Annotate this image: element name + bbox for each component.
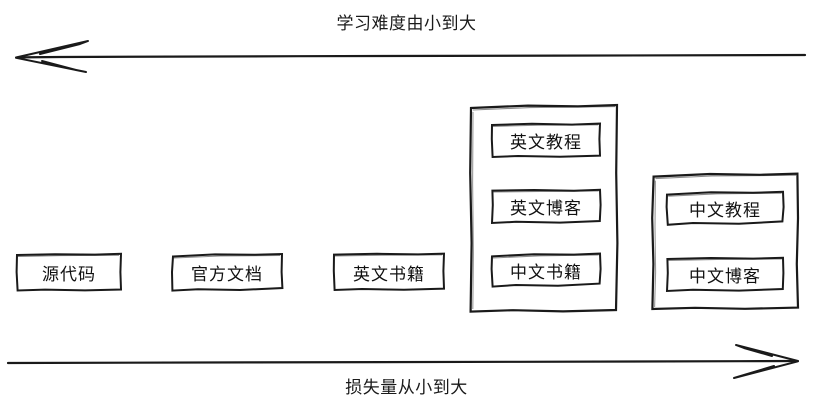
top-axis-label: 学习难度由小到大: [336, 14, 477, 34]
node-chinese-tutorial[interactable]: 中文教程: [665, 190, 785, 226]
node-label: 英文博客: [510, 198, 582, 219]
node-official-docs[interactable]: 官方文档: [170, 252, 284, 292]
bottom-axis-label: 损失量从小到大: [345, 378, 468, 398]
group-english-resources: 英文教程 英文博客 中文书籍: [468, 103, 620, 313]
node-source-code[interactable]: 源代码: [15, 252, 123, 292]
node-english-blog[interactable]: 英文博客: [490, 188, 602, 225]
node-label: 英文教程: [510, 132, 582, 153]
node-label: 英文书籍: [353, 264, 425, 285]
group-chinese-resources: 中文教程 中文博客: [650, 172, 800, 311]
node-label: 官方文档: [191, 264, 263, 285]
node-label: 中文博客: [689, 266, 761, 287]
difficulty-axis-arrow: [15, 40, 807, 73]
node-english-books[interactable]: 英文书籍: [332, 252, 446, 292]
node-label: 源代码: [42, 264, 96, 285]
node-label: 中文书籍: [510, 262, 582, 283]
node-chinese-books[interactable]: 中文书籍: [490, 252, 602, 288]
node-chinese-blog[interactable]: 中文博客: [665, 256, 785, 293]
node-label: 中文教程: [689, 200, 761, 221]
node-english-tutorial[interactable]: 英文教程: [490, 122, 602, 159]
